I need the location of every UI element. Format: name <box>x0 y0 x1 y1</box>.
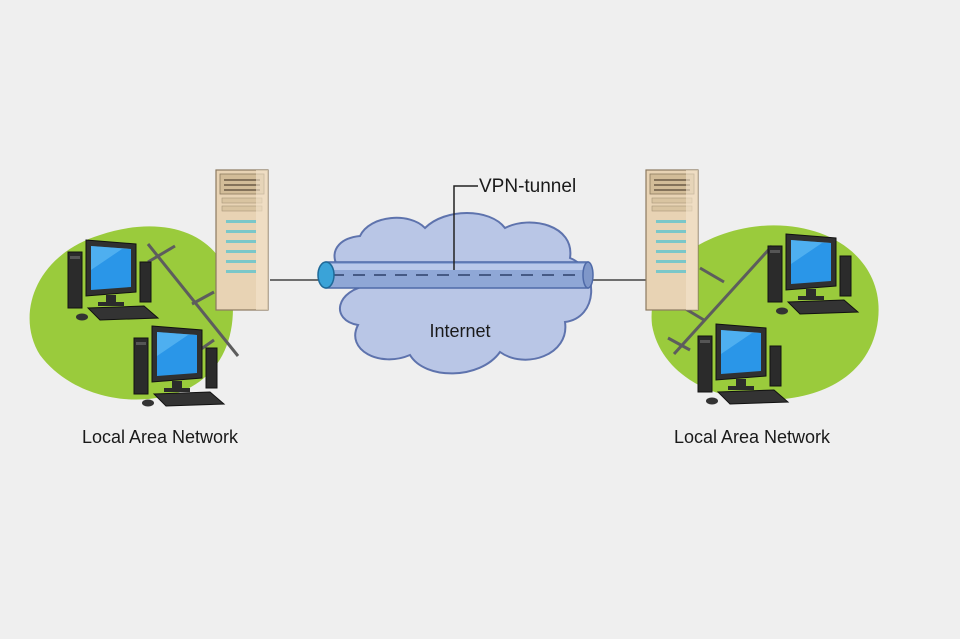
vpn-tunnel-label: VPN-tunnel <box>479 176 576 197</box>
internet-label: Internet <box>429 321 490 341</box>
lan-left <box>29 226 240 407</box>
cloud-icon <box>333 212 593 375</box>
vpn-tunnel <box>317 261 594 289</box>
lan-left-cabling <box>146 243 240 357</box>
lan-right-label: Local Area Network <box>674 427 831 447</box>
server-tower-icon <box>645 169 699 311</box>
server-tower-icon <box>215 169 269 311</box>
lan-left-label: Local Area Network <box>82 427 239 447</box>
vpn-tunnel-callout <box>453 185 478 270</box>
